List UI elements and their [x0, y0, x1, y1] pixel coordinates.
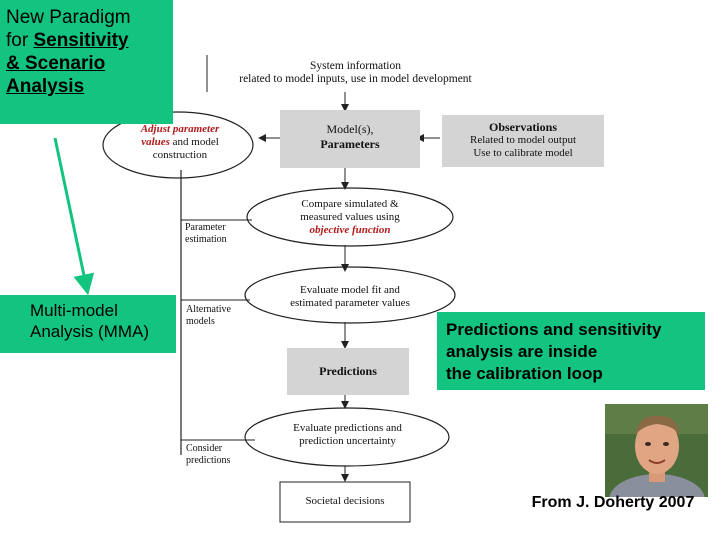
adjust-ellipse: [102, 111, 254, 179]
evaluate-ellipse: [244, 266, 456, 324]
mma-line1: Multi-model: [30, 301, 118, 320]
callout-line1: Predictions and sensitivity: [446, 320, 662, 339]
system-info-text: System information related to model inpu…: [239, 60, 472, 85]
model-box: Model(s), Parameters: [280, 110, 420, 168]
predictions-box: Predictions: [287, 348, 409, 395]
consider-predictions-label: Consider predictions: [186, 443, 231, 466]
mma-box: Multi-model Analysis (MMA): [0, 295, 176, 353]
mma-line2: Analysis (MMA): [30, 322, 150, 341]
title-line3: & Scenario: [6, 53, 106, 74]
callout-box: Predictions and sensitivity analysis are…: [437, 312, 705, 390]
portrait-image: [605, 404, 708, 497]
societal-box: [279, 481, 411, 523]
title-line4: Analysis: [6, 76, 85, 97]
title-line1: New Paradigm: [6, 7, 131, 28]
callout-line3: the calibration loop: [446, 364, 603, 383]
compare-ellipse: [246, 187, 454, 247]
societal-decisions-text: Societal decisions: [305, 495, 385, 507]
parameter-estimation-label: Parameter estimation: [185, 222, 227, 245]
observations-box: Observations Related to model output Use…: [442, 115, 604, 167]
eval-pred-ellipse: [244, 407, 450, 467]
adjust-parameter-text: Adjust parameter values and model constr…: [140, 123, 220, 161]
credit-text: From J. Doherty 2007: [531, 494, 695, 511]
compare-text: Compare simulated & measured values usin…: [300, 198, 400, 236]
alternative-models-label: Alternative models: [186, 304, 231, 327]
evaluate-predictions-text: Evaluate predictions and prediction unce…: [293, 422, 402, 447]
callout-line2: analysis are inside: [446, 342, 598, 361]
title-line2: for Sensitivity: [6, 30, 129, 51]
title-bold-sensitivity: Sensitivity: [33, 30, 129, 51]
title-box: New Paradigm for Sensitivity & Scenario …: [0, 0, 173, 124]
evaluate-text: Evaluate model fit and estimated paramet…: [290, 284, 410, 309]
portrait-photo: [605, 404, 708, 497]
